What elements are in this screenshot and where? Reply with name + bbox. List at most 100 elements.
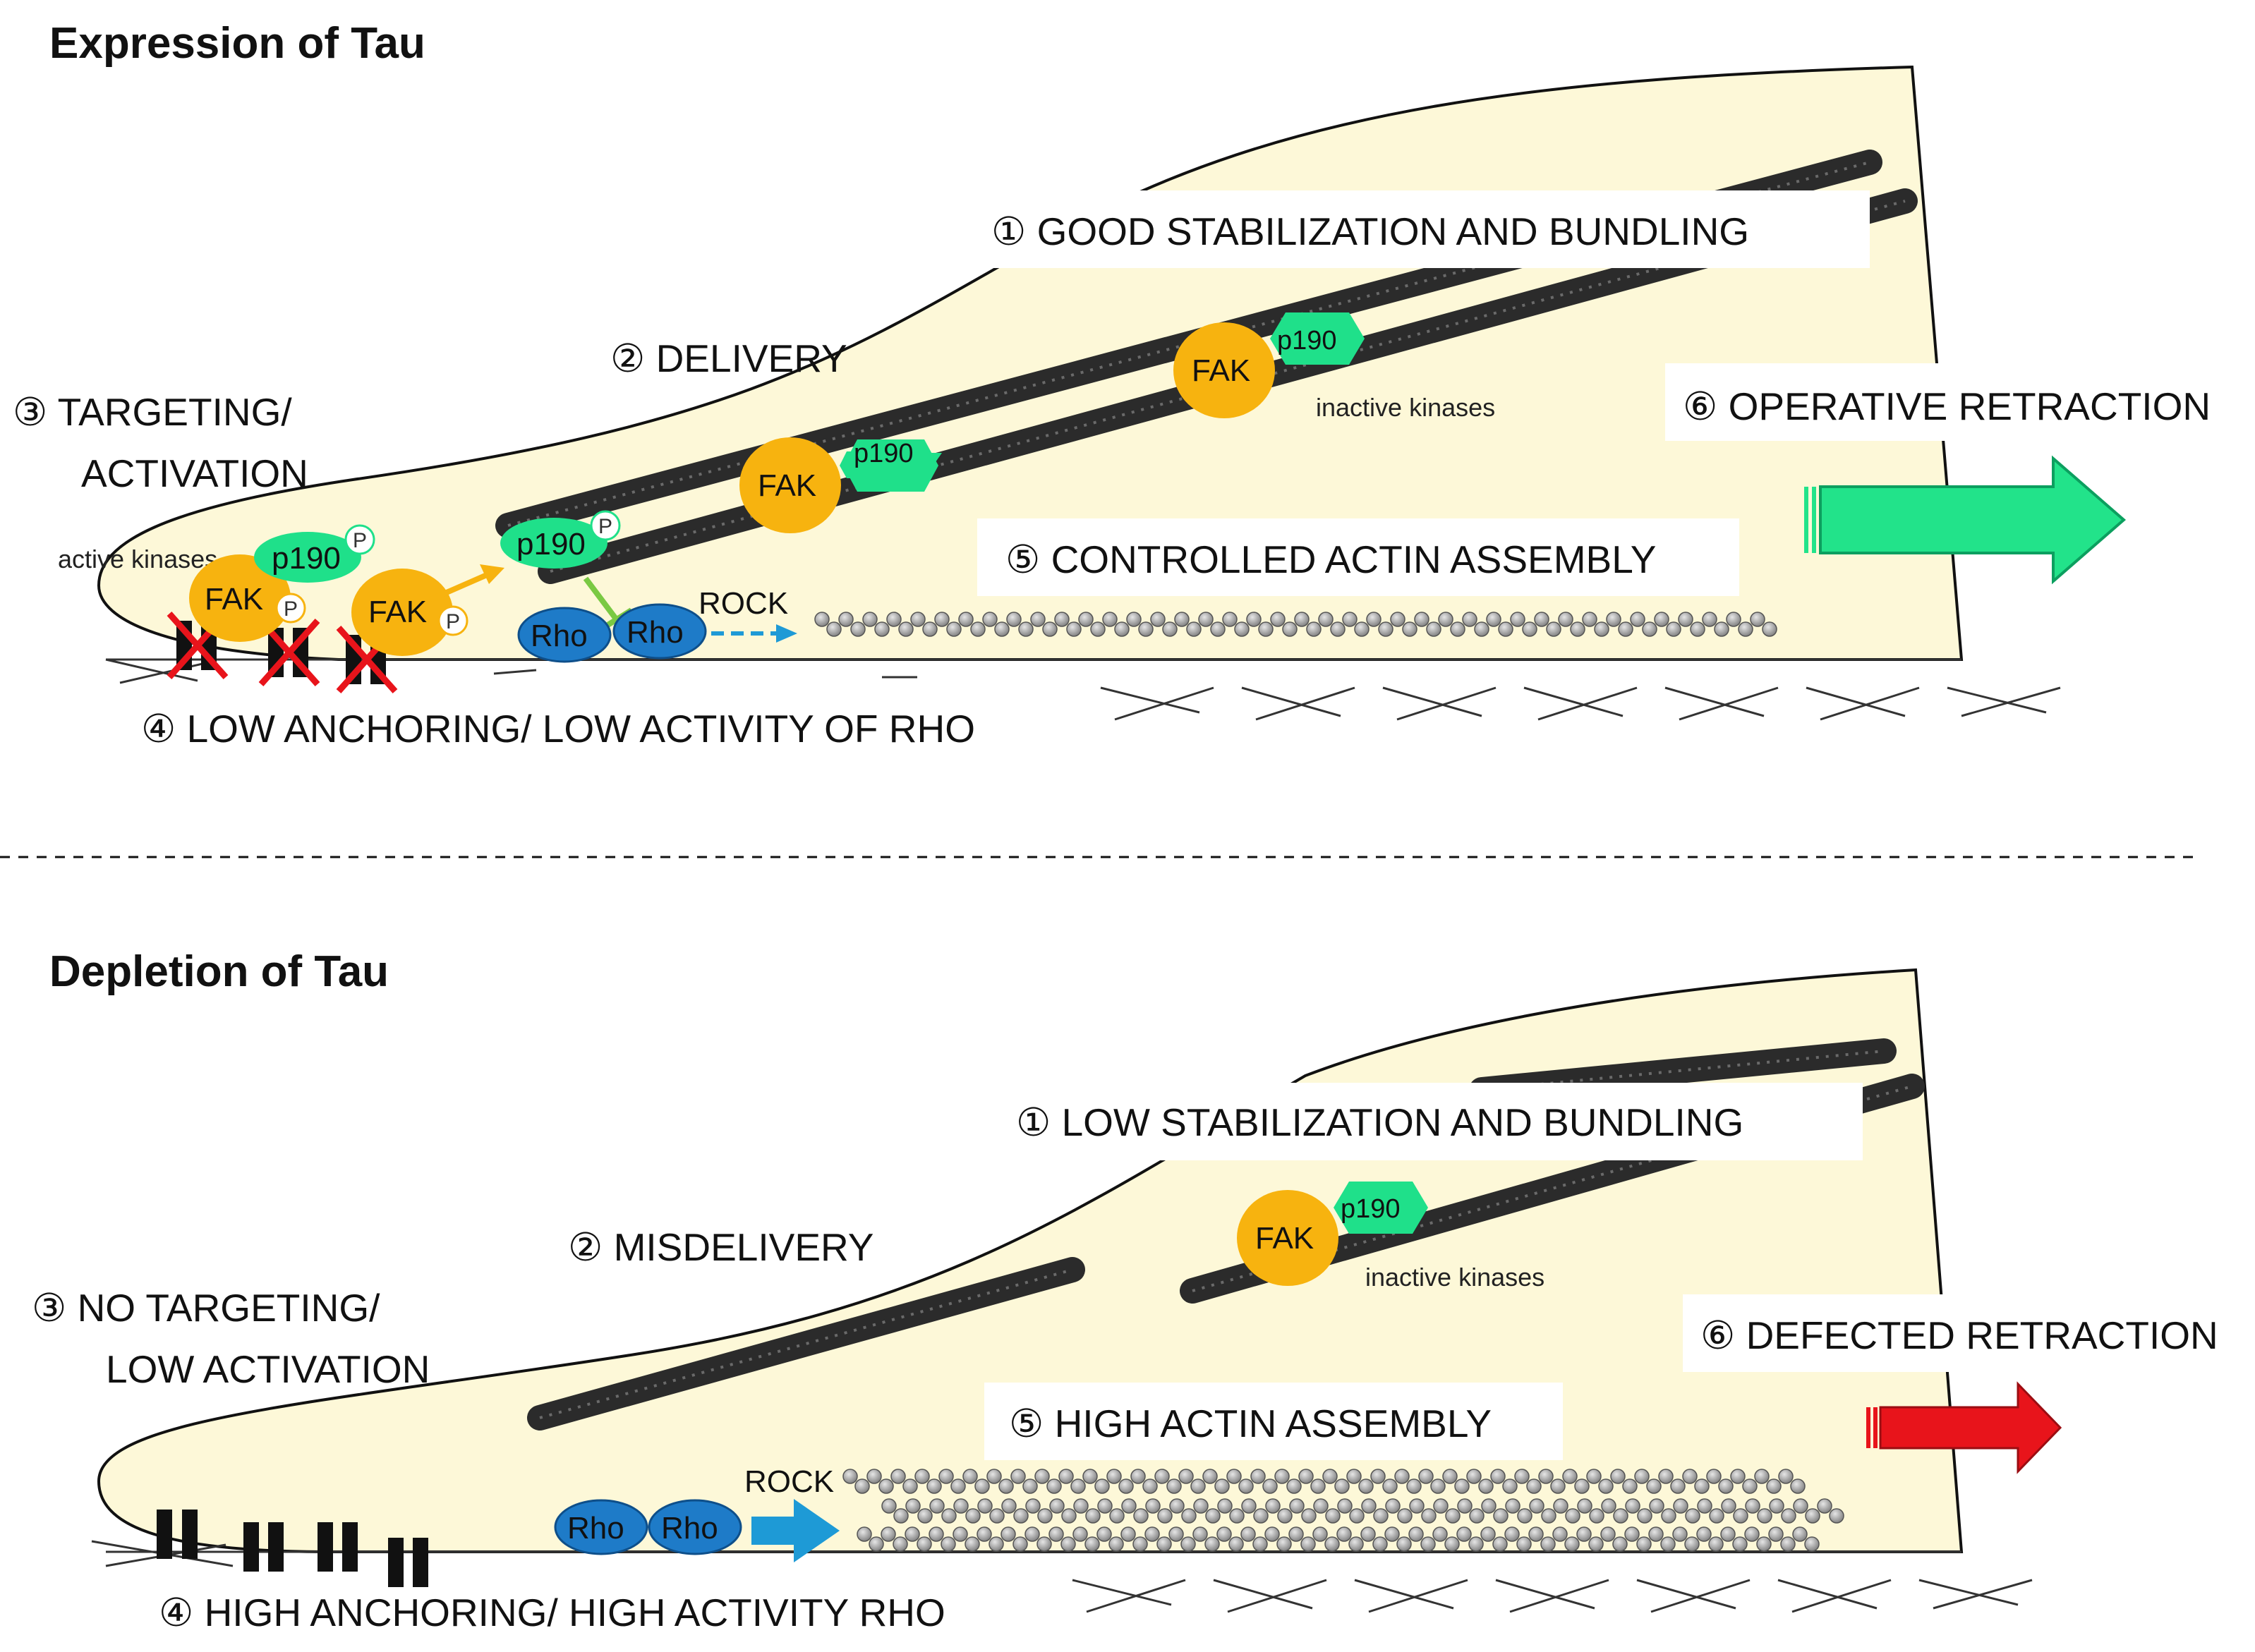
phospho-label: P bbox=[353, 529, 367, 552]
actin-monomer bbox=[1210, 621, 1226, 637]
actin-monomer bbox=[977, 1526, 992, 1542]
actin-monomer bbox=[1421, 1508, 1437, 1524]
actin-monomer bbox=[890, 1469, 906, 1484]
actin-monomer bbox=[934, 612, 950, 627]
actin-monomer bbox=[1361, 1498, 1377, 1514]
actin-monomer bbox=[1678, 612, 1693, 627]
actin-monomer bbox=[1226, 1469, 1242, 1484]
actin-monomer bbox=[914, 1469, 930, 1484]
actin-monomer bbox=[1012, 1536, 1028, 1552]
actin-monomer bbox=[1097, 1498, 1113, 1514]
actin-monomer bbox=[946, 621, 962, 637]
actin-monomer bbox=[1384, 1526, 1400, 1542]
actin-monomer bbox=[1289, 1498, 1305, 1514]
fak-inactive-2: FAK bbox=[1173, 322, 1275, 418]
actin-monomer bbox=[974, 1478, 990, 1494]
anchor bbox=[182, 1510, 198, 1559]
actin-monomer bbox=[862, 612, 878, 627]
actin-monomer bbox=[1490, 1469, 1506, 1484]
actin-monomer bbox=[1526, 1478, 1542, 1494]
actin-monomer bbox=[1049, 1498, 1065, 1514]
top-retraction-arrow bbox=[1804, 455, 2127, 585]
top-label-targeting-2: ACTIVATION bbox=[81, 451, 308, 495]
top-actin-filament bbox=[814, 612, 1777, 637]
actin-monomer bbox=[1582, 612, 1597, 627]
rho-3: Rho bbox=[554, 1499, 648, 1555]
anchor bbox=[243, 1522, 259, 1572]
actin-monomer bbox=[1372, 1536, 1388, 1552]
actin-monomer bbox=[1034, 1469, 1050, 1484]
actin-monomer bbox=[1516, 1536, 1532, 1552]
actin-monomer bbox=[1792, 1526, 1808, 1542]
actin-monomer bbox=[1198, 612, 1214, 627]
actin-monomer bbox=[1618, 621, 1633, 637]
actin-monomer bbox=[1180, 1536, 1196, 1552]
actin-monomer bbox=[1342, 612, 1358, 627]
actin-monomer bbox=[1433, 1498, 1449, 1514]
bottom-anchors bbox=[157, 1510, 428, 1587]
actin-monomer bbox=[1228, 1536, 1244, 1552]
actin-monomer bbox=[1601, 1498, 1616, 1514]
actin-monomer bbox=[1706, 1469, 1722, 1484]
actin-monomer bbox=[1078, 612, 1094, 627]
actin-monomer bbox=[1462, 612, 1477, 627]
actin-monomer bbox=[965, 1508, 981, 1524]
actin-monomer bbox=[1492, 1536, 1508, 1552]
top-anchors bbox=[167, 612, 398, 693]
actin-monomer bbox=[1718, 1478, 1734, 1494]
actin-monomer bbox=[893, 1536, 908, 1552]
actin-monomer bbox=[1277, 1508, 1293, 1524]
actin-monomer bbox=[1696, 1526, 1712, 1542]
actin-monomer bbox=[1721, 1498, 1736, 1514]
rho-label: Rho bbox=[661, 1511, 718, 1545]
bottom-label-stabilization: ① LOW STABILIZATION AND BUNDLING bbox=[1016, 1100, 1743, 1144]
actin-monomer bbox=[1192, 1526, 1208, 1542]
actin-monomer bbox=[1522, 621, 1537, 637]
actin-monomer bbox=[898, 621, 914, 637]
actin-monomer bbox=[1742, 1478, 1758, 1494]
actin-monomer bbox=[1154, 1469, 1170, 1484]
actin-monomer bbox=[1732, 1536, 1748, 1552]
actin-monomer bbox=[1456, 1526, 1472, 1542]
actin-monomer bbox=[1666, 621, 1681, 637]
actin-monomer bbox=[1750, 612, 1765, 627]
actin-monomer bbox=[1102, 612, 1118, 627]
bottom-rock: ROCK bbox=[744, 1464, 834, 1499]
actin-monomer bbox=[1757, 1508, 1772, 1524]
actin-monomer bbox=[1310, 1478, 1326, 1494]
top-label-actin: ⑤ CONTROLLED ACTIN ASSEMBLY bbox=[1005, 537, 1656, 581]
actin-monomer bbox=[1733, 1508, 1748, 1524]
actin-monomer bbox=[1466, 1469, 1482, 1484]
actin-monomer bbox=[1037, 1508, 1053, 1524]
label-box bbox=[1002, 1083, 1863, 1160]
actin-monomer bbox=[1562, 1469, 1578, 1484]
actin-monomer bbox=[1120, 1526, 1136, 1542]
actin-monomer bbox=[1324, 1536, 1340, 1552]
actin-monomer bbox=[1514, 1469, 1530, 1484]
actin-monomer bbox=[1193, 1498, 1209, 1514]
phospho-label: P bbox=[284, 597, 298, 621]
actin-monomer bbox=[1612, 1536, 1628, 1552]
actin-monomer bbox=[989, 1536, 1004, 1552]
actin-monomer bbox=[1306, 621, 1322, 637]
anchor bbox=[268, 1522, 284, 1572]
actin-monomer bbox=[886, 612, 902, 627]
actin-monomer bbox=[1114, 621, 1130, 637]
actin-monomer bbox=[1133, 1508, 1149, 1524]
actin-monomer bbox=[1346, 1469, 1362, 1484]
actin-monomer bbox=[922, 621, 938, 637]
actin-monomer bbox=[1214, 1478, 1230, 1494]
p190-label: p190 bbox=[272, 541, 341, 576]
rho-4: Rho bbox=[648, 1499, 742, 1555]
actin-monomer bbox=[1493, 1508, 1509, 1524]
actin-monomer bbox=[917, 1536, 932, 1552]
actin-monomer bbox=[878, 1478, 894, 1494]
anchor bbox=[157, 1510, 172, 1559]
actin-monomer bbox=[1082, 1469, 1098, 1484]
anchor bbox=[318, 1522, 333, 1572]
phospho-p bbox=[275, 593, 306, 624]
bottom-inactive-kinases: inactive kinases bbox=[1365, 1263, 1544, 1292]
bottom-panel-title: Depletion of Tau bbox=[49, 947, 389, 996]
actin-monomer bbox=[941, 1508, 957, 1524]
actin-monomer bbox=[1042, 621, 1058, 637]
